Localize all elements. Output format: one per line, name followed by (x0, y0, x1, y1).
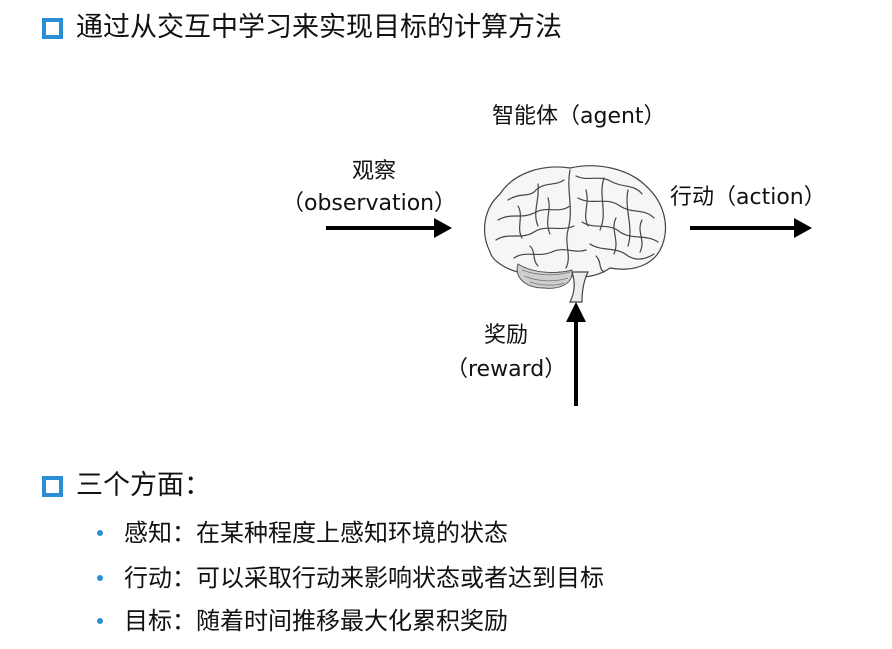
aspect-bullet-dot (97, 530, 103, 536)
aspect-item-perception: 感知：在某种程度上感知环境的状态 (124, 518, 508, 548)
aspect-term: 行动 (124, 564, 172, 592)
aspect-description: 在某种程度上感知环境的状态 (196, 519, 508, 547)
aspect-separator: ： (172, 519, 196, 547)
aspect-term: 目标 (124, 607, 172, 635)
brain-icon (478, 160, 673, 305)
aspect-description: 随着时间推移最大化累积奖励 (196, 607, 508, 635)
aspect-separator: ： (172, 607, 196, 635)
aspect-bullet-dot (97, 618, 103, 624)
heading2-bullet-square (42, 476, 63, 497)
heading-secondary: 三个方面： (76, 469, 211, 503)
aspect-bullet-dot (97, 575, 103, 581)
aspect-description: 可以采取行动来影响状态或者达到目标 (196, 564, 604, 592)
reward-arrow (566, 302, 586, 406)
aspect-item-goal: 目标：随着时间推移最大化累积奖励 (124, 606, 508, 636)
observation-arrow (326, 218, 452, 238)
aspect-item-action: 行动：可以采取行动来影响状态或者达到目标 (124, 563, 604, 593)
aspect-term: 感知 (124, 519, 172, 547)
aspect-separator: ： (172, 564, 196, 592)
action-arrow (690, 218, 812, 238)
